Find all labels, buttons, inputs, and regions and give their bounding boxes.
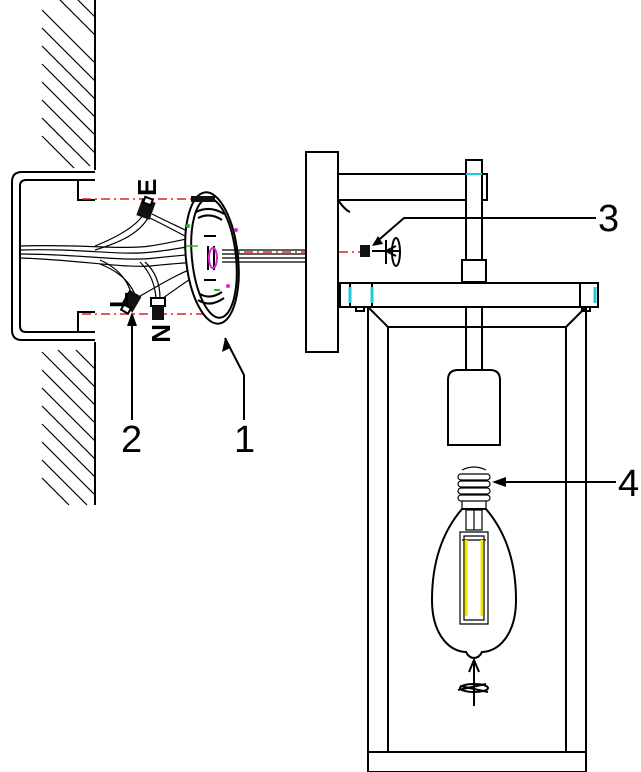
live-connector <box>119 289 142 315</box>
callout-leaders <box>127 217 616 487</box>
lamp-socket <box>447 307 501 446</box>
neutral-connector <box>150 297 166 320</box>
edison-bulb <box>430 466 518 659</box>
supply-wires <box>19 211 209 301</box>
live-wire-label: L <box>104 292 134 308</box>
bulb-stem <box>459 509 489 625</box>
callout-1-label: 1 <box>234 419 255 461</box>
callout-2-label: 2 <box>121 419 142 461</box>
mounting-plate <box>184 191 240 325</box>
earth-connector <box>136 195 156 220</box>
wire-connectors <box>119 195 166 320</box>
callout-3-label: 3 <box>598 198 619 240</box>
neutral-wire-label: N <box>146 324 176 343</box>
callout-4-label: 4 <box>618 463 639 505</box>
lantern-top <box>339 282 599 312</box>
junction-box <box>11 171 95 341</box>
fixture-wires <box>222 249 306 263</box>
wall <box>41 0 96 506</box>
wall-hatching <box>41 0 96 506</box>
bottom-screw <box>457 657 489 706</box>
lantern-backplate <box>305 151 339 353</box>
fixing-screw <box>360 237 401 267</box>
alignment-guides <box>82 198 370 315</box>
bulb-base-threads <box>457 466 491 509</box>
lantern-arm <box>337 159 488 283</box>
lantern-frame <box>367 306 587 772</box>
earth-wire-label: E <box>132 179 162 196</box>
